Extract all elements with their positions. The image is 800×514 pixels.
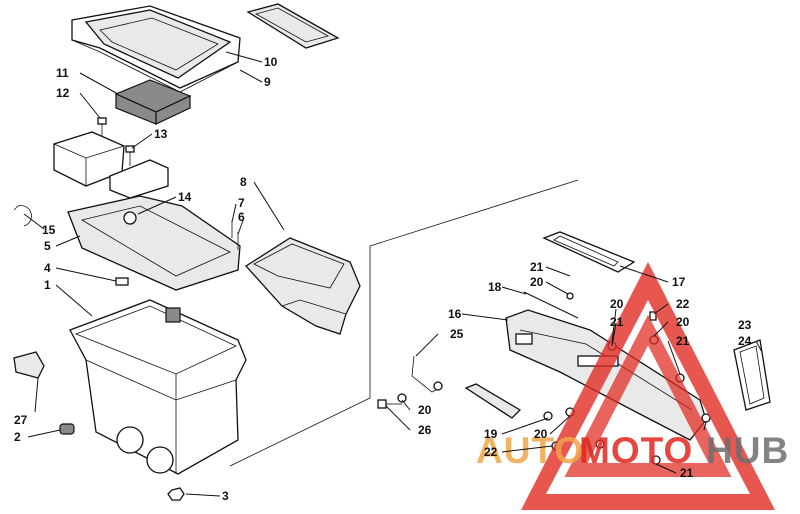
part-cover-plate-17	[542, 231, 636, 273]
part-airbox-housing	[69, 299, 247, 475]
part-grommet-2	[59, 423, 75, 435]
watermark-text-auto: AUTO	[476, 430, 584, 471]
callout-20-c: 20	[676, 315, 690, 329]
callout-5: 5	[44, 239, 51, 253]
part-bar-19	[464, 383, 522, 419]
callout-22-a: 22	[676, 297, 690, 311]
callout-7: 7	[238, 196, 245, 210]
callout-21-a: 21	[530, 260, 544, 274]
watermark-triangle-frame	[521, 262, 775, 510]
callout-12: 12	[56, 86, 70, 100]
callout-18: 18	[488, 280, 502, 294]
watermark-text-hub: HUB	[706, 430, 789, 471]
part-rod-18	[523, 291, 579, 319]
callout-10: 10	[264, 55, 278, 69]
callout-6: 6	[238, 210, 245, 224]
part-decal-plate	[246, 3, 340, 49]
callout-3: 3	[222, 489, 229, 503]
callout-23: 23	[738, 318, 752, 332]
callout-21-b: 21	[610, 315, 624, 329]
part-screw-13	[125, 145, 135, 166]
part-pad-23	[733, 339, 771, 411]
callout-19: 19	[484, 427, 498, 441]
callout-27: 27	[14, 413, 28, 427]
part-bolt-26	[377, 399, 402, 409]
callout-25: 25	[450, 327, 464, 341]
leader-lines	[23, 51, 763, 497]
assembly-reference-lines	[229, 179, 579, 467]
watermark-text-moto: MOTO	[579, 430, 693, 471]
part-bracket-13	[109, 159, 169, 199]
callout-16: 16	[448, 307, 462, 321]
callout-15: 15	[42, 223, 56, 237]
callout-2: 2	[14, 430, 21, 444]
callout-22-b: 22	[484, 445, 498, 459]
callout-4: 4	[44, 261, 51, 275]
part-intake-boot	[245, 237, 361, 335]
callout-13: 13	[154, 127, 168, 141]
part-top-cover	[71, 5, 241, 93]
watermark-triangle-icon	[521, 262, 775, 510]
part-bolt-4	[115, 277, 129, 286]
callout-21-d: 21	[680, 466, 694, 480]
callout-20-a: 20	[530, 275, 544, 289]
part-air-filter	[114, 79, 192, 125]
callout-9: 9	[264, 75, 271, 89]
callout-26: 26	[418, 423, 432, 437]
callout-1: 1	[44, 278, 51, 292]
callout-20-e: 20	[534, 427, 548, 441]
callout-17: 17	[672, 275, 686, 289]
watermark-logo: AUTO MOTO HUB	[476, 262, 789, 510]
part-spring-clip	[13, 205, 32, 227]
callout-11: 11	[56, 66, 69, 80]
watermark-triangle-inner	[564, 314, 732, 477]
callout-8: 8	[240, 175, 247, 189]
callout-21-c: 21	[676, 334, 690, 348]
callout-24: 24	[738, 334, 752, 348]
part-nut-3	[167, 487, 185, 501]
part-latch-27	[13, 351, 45, 379]
callout-20-b: 20	[610, 297, 624, 311]
callout-14: 14	[178, 190, 192, 204]
callout-labels: 10 9 11 12 13 14 15 5 8 7 6 4 1 27 2 3 1…	[14, 55, 752, 503]
callout-20-d: 20	[418, 403, 432, 417]
part-tray	[67, 195, 241, 291]
